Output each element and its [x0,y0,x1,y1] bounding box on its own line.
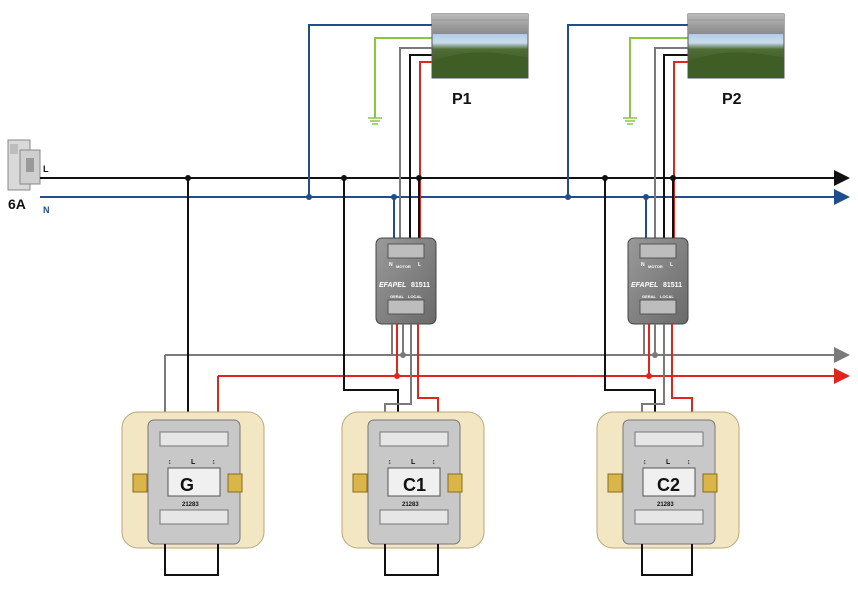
line-label: L [43,164,49,174]
controller-feeds [393,178,674,240]
switch-code-g: 21283 [182,502,199,508]
ctrl1-terminal-motor: MOTOR [396,264,411,269]
switch-label-g: G [180,475,194,495]
switch-g [121,411,265,549]
ctrl1-model: 81511 [411,282,430,289]
controller-1 [375,237,437,325]
shutter-motor-p2 [687,13,785,79]
ctrl2-terminal-n: N [641,262,645,268]
switch-c2-tr: ↕ [687,459,691,466]
motor-wiring [308,24,688,240]
ctrl1-brand: EFAPEL [379,282,406,289]
breaker-rating: 6A [8,196,26,212]
switch-c1-tm: L [411,459,416,466]
switch-g-tl: ↕ [168,459,172,466]
switch-c2 [596,411,740,549]
switch-c1 [341,411,485,549]
motor-label-p2: P2 [722,91,742,108]
shutter-motor-p1 [431,13,529,79]
ctrl1-terminal-l: L [418,262,421,268]
switch-c2-tl: ↕ [643,459,647,466]
switch-code-c1: 21283 [402,502,419,508]
switch-label-c2: C2 [657,475,680,495]
earth-symbol-p1 [368,117,382,125]
ctrl2-terminal-motor: MOTOR [648,264,663,269]
ctrl2-input-local: LOCAL [660,294,674,299]
switch-g-bridge [164,544,219,576]
neutral-label: N [43,205,50,215]
ctrl1-terminal-n: N [389,262,393,268]
earth-symbol-p2 [623,117,637,125]
switch-c1-tl: ↕ [388,459,392,466]
switch-code-c2: 21283 [657,502,674,508]
ctrl2-brand: EFAPEL [631,282,658,289]
ctrl2-model: 81511 [663,282,682,289]
ctrl1-input-geral: GERAL [390,294,405,299]
switch-label-c1: C1 [403,475,426,495]
ctrl2-terminal-l: L [670,262,673,268]
circuit-breaker [7,139,41,191]
switch-g-tm: L [191,459,196,466]
motor-label-p1: P1 [452,91,472,108]
switch-c1-tr: ↕ [432,459,436,466]
switch-c1-bridge [384,544,439,576]
junction-dots [185,175,676,379]
switch-g-tr: ↕ [212,459,216,466]
ctrl1-input-local: LOCAL [408,294,422,299]
controller-2 [627,237,689,325]
ctrl2-input-geral: GERAL [642,294,657,299]
switch-c2-bridge [641,544,693,576]
switch-c2-tm: L [666,459,671,466]
